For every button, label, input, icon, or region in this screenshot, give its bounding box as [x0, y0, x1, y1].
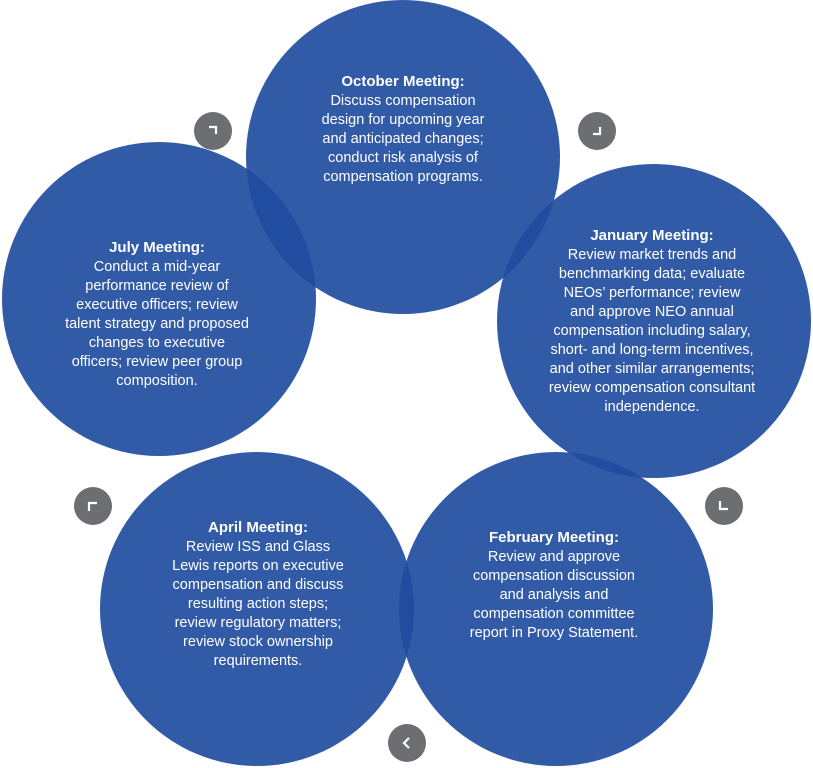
- july-meeting-circle: July Meeting: Conduct a mid-year perform…: [2, 142, 316, 456]
- text-line: composition.: [116, 373, 198, 389]
- text-line: executive officers; review: [76, 297, 238, 313]
- july-meeting-title: July Meeting:: [109, 239, 205, 256]
- text-line: Review market trends and: [567, 247, 737, 263]
- text-line: NEOs’ performance; review: [563, 285, 741, 301]
- text-line: review regulatory matters;: [174, 615, 342, 631]
- text-line: compensation committee: [473, 606, 635, 622]
- february-meeting-title: February Meeting:: [488, 529, 620, 546]
- text-line: Review ISS and Glass: [185, 539, 331, 555]
- text-line: review stock ownership: [183, 634, 333, 650]
- cycle-arrow-february-to-april: [388, 724, 426, 762]
- january-meeting-title: January Meeting:: [590, 227, 714, 244]
- text-line: performance review of: [85, 278, 229, 294]
- april-meeting-text: Review ISS and Glass Lewis reports on ex…: [134, 538, 382, 671]
- cycle-arrow-july-to-october: [194, 112, 232, 150]
- text-line: compensation programs.: [323, 169, 483, 185]
- text-line: talent strategy and proposed: [65, 316, 249, 332]
- february-meeting-circle: February Meeting: Review and approve com…: [399, 452, 713, 766]
- text-line: requirements.: [213, 653, 303, 669]
- text-line: short- and long-term incentives,: [550, 342, 754, 358]
- text-line: and other similar arrangements;: [549, 361, 755, 377]
- chevron-icon: [87, 501, 97, 511]
- text-line: and analysis and: [499, 587, 609, 603]
- text-line: review compensation consultant: [548, 380, 756, 396]
- january-meeting-text: Review market trends and benchmarking da…: [519, 246, 785, 417]
- cycle-arrow-january-to-february: [705, 487, 743, 525]
- april-meeting-title: April Meeting:: [208, 519, 308, 536]
- text-line: resulting action steps;: [187, 596, 329, 612]
- text-line: design for upcoming year: [321, 112, 485, 128]
- chevron-icon: [593, 127, 602, 136]
- text-line: conduct risk analysis of: [328, 150, 478, 166]
- text-line: report in Proxy Statement.: [469, 625, 639, 641]
- text-line: compensation and discuss: [172, 577, 344, 593]
- chevron-icon: [718, 501, 728, 511]
- text-line: independence.: [604, 399, 700, 415]
- april-meeting-circle: April Meeting: Review ISS and Glass Lewi…: [100, 452, 414, 766]
- chevron-icon: [402, 737, 410, 749]
- text-line: Discuss compensation: [330, 93, 476, 109]
- chevron-icon: [209, 125, 218, 134]
- text-line: changes to executive: [88, 335, 226, 351]
- february-meeting-text: Review and approve compensation discussi…: [439, 548, 669, 643]
- text-line: officers; review peer group: [71, 354, 243, 370]
- text-line: compensation discussion: [472, 568, 635, 584]
- text-line: compensation including salary,: [553, 323, 751, 339]
- text-line: and anticipated changes;: [322, 131, 484, 147]
- text-line: Conduct a mid-year: [93, 259, 221, 275]
- text-line: and approve NEO annual: [570, 304, 734, 320]
- cycle-arrow-october-to-january: [578, 112, 616, 150]
- january-meeting-circle: January Meeting: Review market trends an…: [497, 164, 811, 478]
- text-line: Review and approve: [487, 549, 621, 565]
- october-meeting-text: Discuss compensation design for upcoming…: [300, 92, 506, 187]
- july-meeting-text: Conduct a mid-year performance review of…: [42, 258, 272, 391]
- text-line: benchmarking data; evaluate: [558, 266, 746, 282]
- text-line: Lewis reports on executive: [172, 558, 344, 574]
- october-meeting-title: October Meeting:: [341, 73, 465, 90]
- cycle-arrow-april-to-july: [74, 487, 112, 525]
